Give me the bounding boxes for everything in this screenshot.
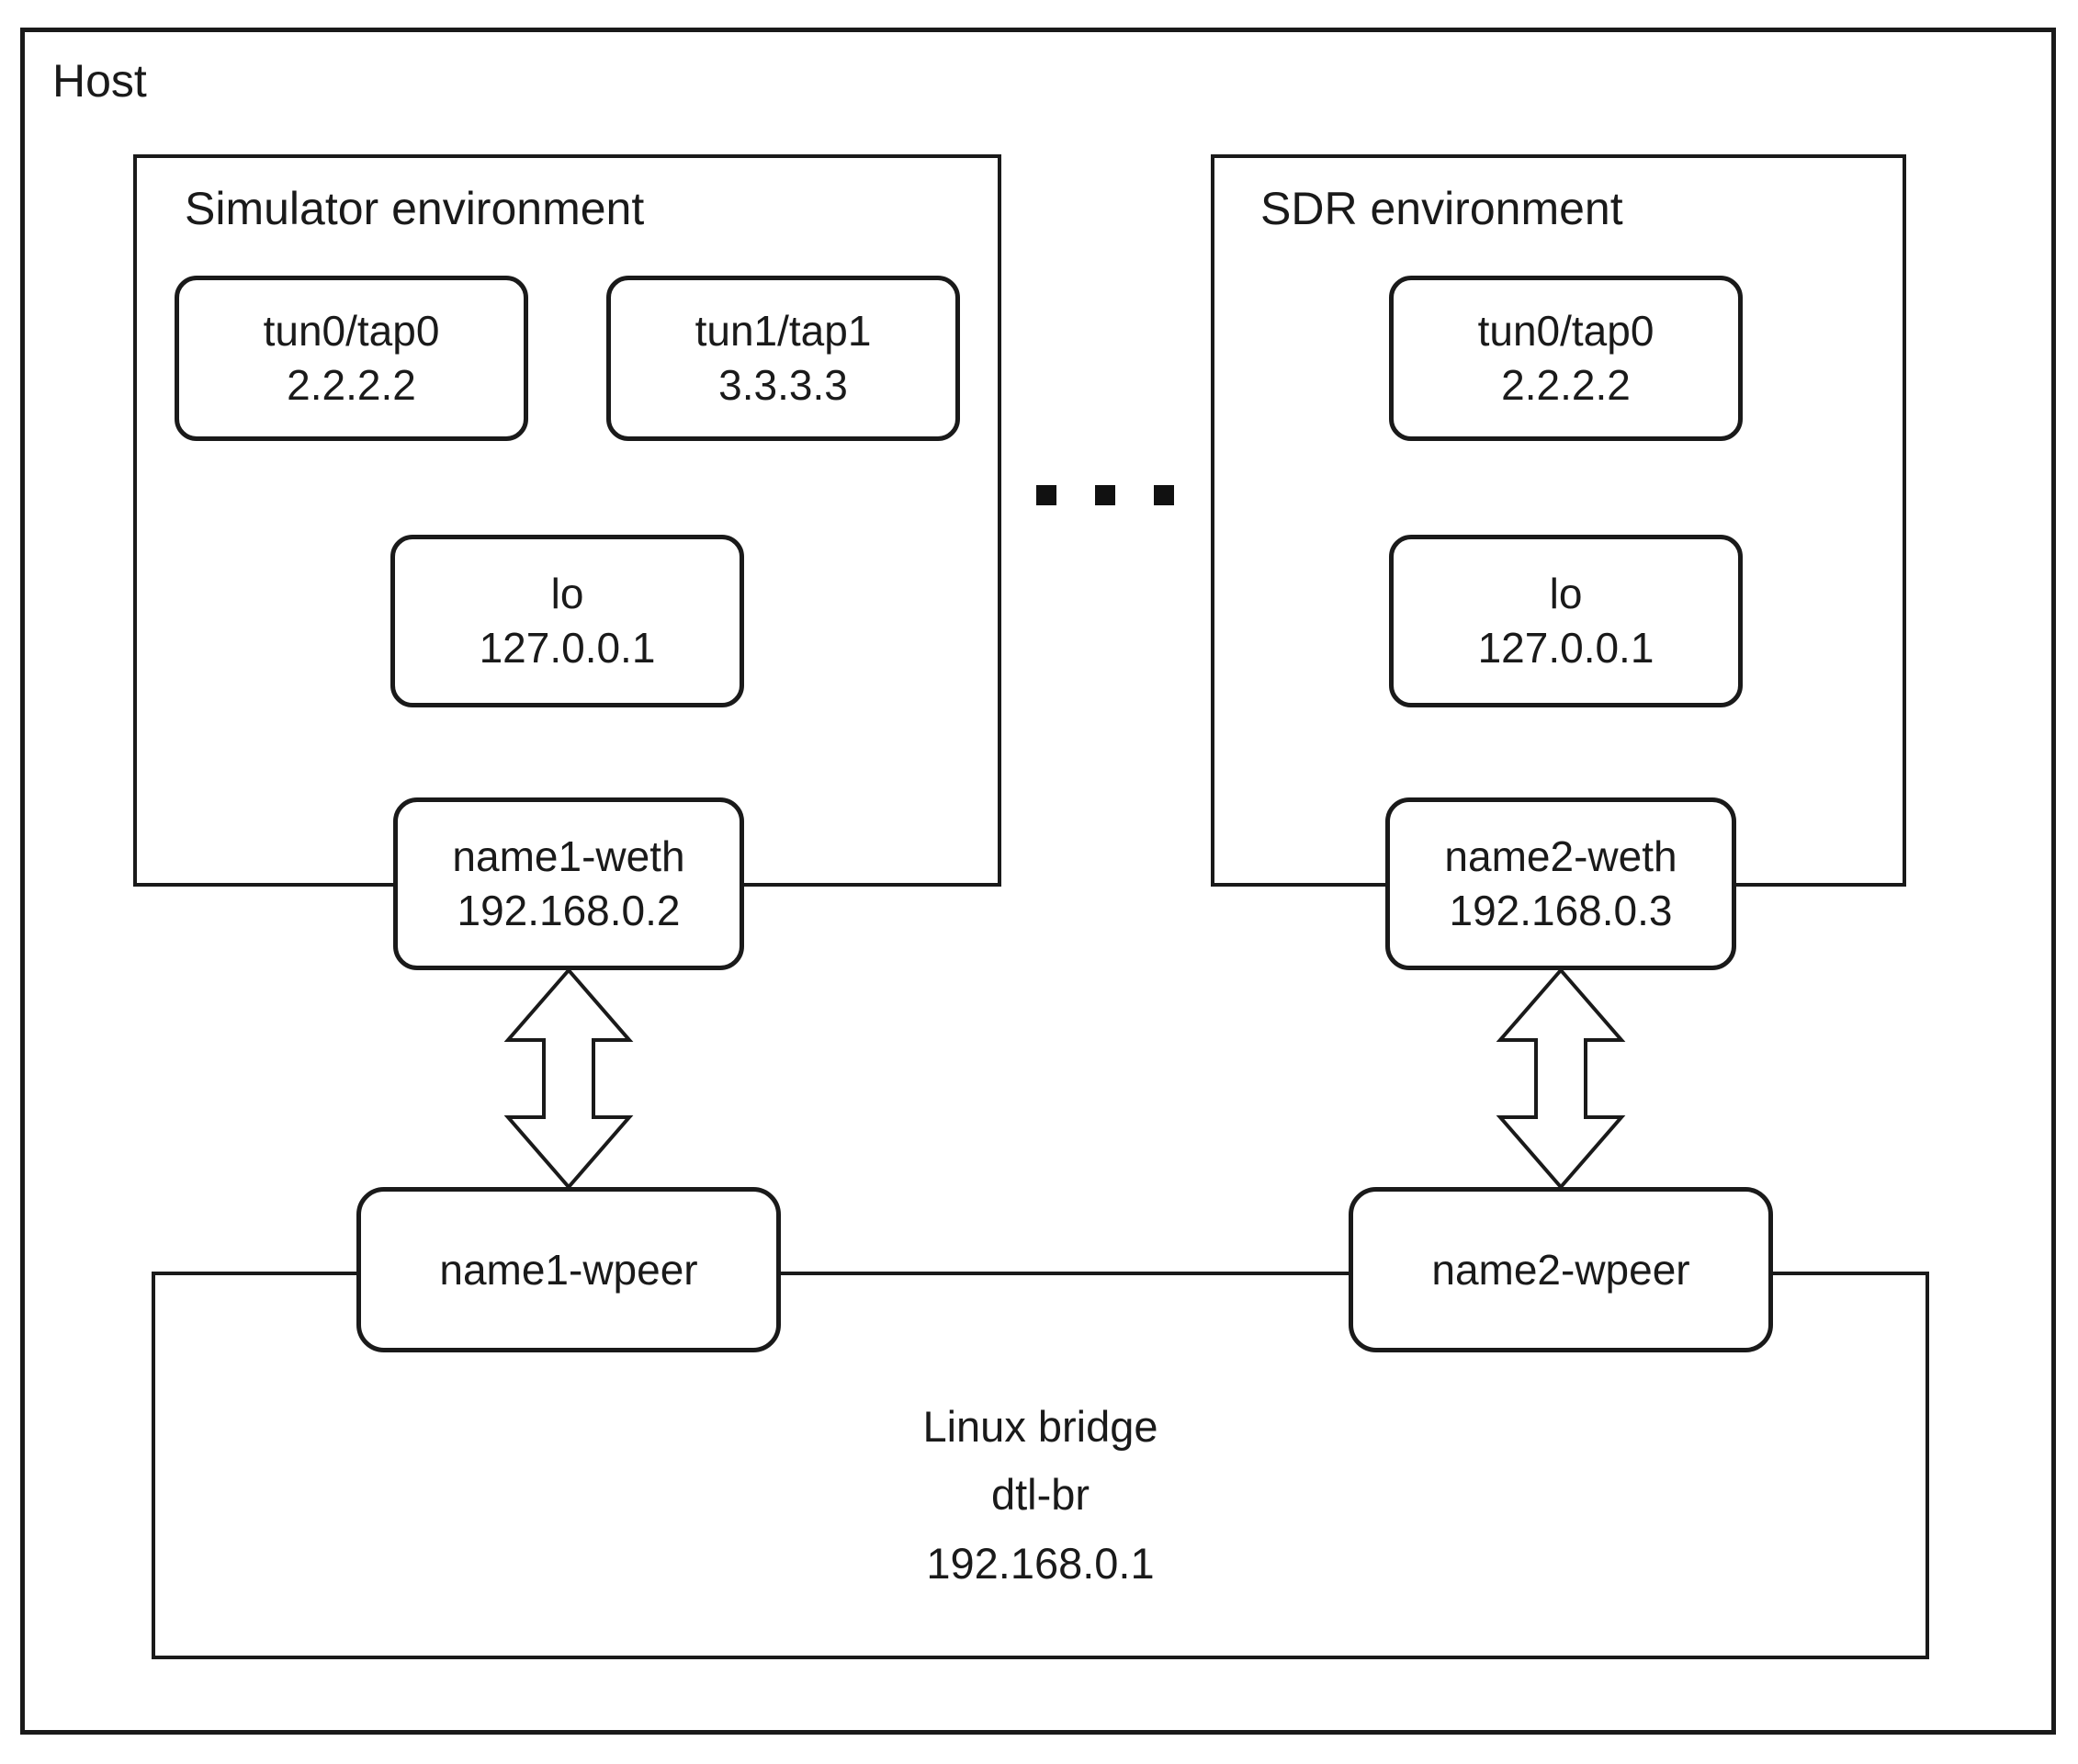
veth-name: name2-weth bbox=[1444, 832, 1677, 881]
veth-name: name1-weth bbox=[452, 832, 685, 881]
sim-tun0-interface-box: tun0/tap0 2.2.2.2 bbox=[175, 276, 528, 441]
sim-tun1-interface-box: tun1/tap1 3.3.3.3 bbox=[606, 276, 960, 441]
ellipsis-dot bbox=[1095, 485, 1115, 505]
bridge-name: dtl-br bbox=[990, 1470, 1090, 1520]
ellipsis-dot bbox=[1154, 485, 1174, 505]
wpeer-name: name1-wpeer bbox=[439, 1245, 698, 1294]
bridge-label: Linux bridge bbox=[922, 1402, 1158, 1451]
sdr-environment-title: SDR environment bbox=[1260, 183, 1623, 234]
double-arrow-icon bbox=[1496, 967, 1626, 1191]
interface-name: lo bbox=[550, 570, 584, 618]
bridge-text: Linux bridge dtl-br 192.168.0.1 bbox=[155, 1393, 1926, 1598]
wpeer-box-name2: name2-wpeer bbox=[1349, 1187, 1773, 1352]
sdr-lo-interface-box: lo 127.0.0.1 bbox=[1389, 535, 1743, 707]
bridge-ip: 192.168.0.1 bbox=[926, 1538, 1155, 1588]
interface-ip: 127.0.0.1 bbox=[479, 624, 656, 672]
wpeer-name: name2-wpeer bbox=[1431, 1245, 1690, 1294]
interface-ip: 127.0.0.1 bbox=[1477, 624, 1654, 672]
simulator-environment-title: Simulator environment bbox=[185, 183, 645, 234]
interface-ip: 2.2.2.2 bbox=[1501, 361, 1631, 409]
ellipsis-dot bbox=[1036, 485, 1056, 505]
interface-name: tun0/tap0 bbox=[263, 307, 440, 356]
veth-ip: 192.168.0.3 bbox=[1449, 887, 1673, 934]
interface-ip: 3.3.3.3 bbox=[718, 361, 848, 409]
double-arrow-icon bbox=[503, 967, 634, 1191]
sdr-tun0-interface-box: tun0/tap0 2.2.2.2 bbox=[1389, 276, 1743, 441]
interface-name: lo bbox=[1549, 570, 1583, 618]
veth-box-name2-weth: name2-weth 192.168.0.3 bbox=[1385, 797, 1736, 970]
sdr-environment-box: SDR environment tun0/tap0 2.2.2.2 lo 127… bbox=[1211, 154, 1906, 887]
wpeer-box-name1: name1-wpeer bbox=[356, 1187, 781, 1352]
interface-name: tun1/tap1 bbox=[695, 307, 872, 356]
sim-lo-interface-box: lo 127.0.0.1 bbox=[390, 535, 744, 707]
interface-name: tun0/tap0 bbox=[1477, 307, 1654, 356]
veth-ip: 192.168.0.2 bbox=[457, 887, 681, 934]
interface-ip: 2.2.2.2 bbox=[287, 361, 416, 409]
host-label: Host bbox=[52, 55, 147, 107]
veth-box-name1-weth: name1-weth 192.168.0.2 bbox=[393, 797, 744, 970]
ellipsis-icon bbox=[1036, 484, 1174, 506]
